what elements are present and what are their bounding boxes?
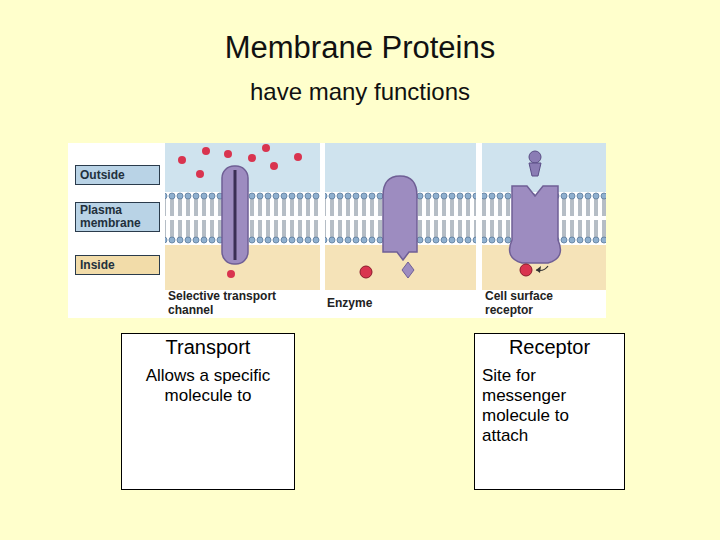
solute-molecules	[178, 144, 302, 278]
panel-caption: Enzyme	[327, 296, 427, 310]
box-heading: Transport	[122, 336, 294, 358]
signal-molecule	[520, 264, 532, 276]
region-tag: Plasma membrane	[75, 202, 160, 232]
solute-dot	[202, 147, 210, 155]
channel-protein	[222, 166, 248, 264]
solute-dot	[178, 156, 186, 164]
region-label: Plasma membrane	[80, 204, 155, 230]
receptor-protein	[510, 186, 561, 263]
box-body: Allows a specific molecule to	[125, 366, 291, 406]
arrow-head	[536, 266, 541, 273]
solute-dot	[248, 154, 256, 162]
figure-background	[68, 143, 606, 318]
box-body: Site for messenger molecule to attach	[475, 366, 600, 446]
solute-dot	[270, 162, 278, 170]
solute-dot	[262, 144, 270, 152]
outside-region	[482, 143, 606, 192]
box-heading: Receptor	[475, 336, 624, 358]
slide-title: Membrane Proteins	[0, 30, 720, 66]
enzyme-protein	[383, 176, 417, 260]
messenger-molecule	[529, 151, 541, 163]
region-tag: Outside	[75, 165, 160, 185]
region-label: Outside	[80, 169, 125, 182]
messenger-molecule	[529, 163, 541, 176]
substrate	[360, 266, 372, 278]
slide-subtitle: have many functions	[0, 78, 720, 106]
region-label: Inside	[80, 259, 115, 272]
product	[402, 262, 414, 278]
function-box: ReceptorSite for messenger molecule to a…	[474, 333, 625, 490]
channel-pore	[234, 170, 237, 260]
solute-dot	[227, 270, 235, 278]
function-box: TransportAllows a specific molecule to	[121, 333, 295, 490]
panel-caption: Selective transport channel	[168, 289, 313, 317]
solute-dot	[196, 170, 204, 178]
solute-dot	[294, 153, 302, 161]
solute-dot	[224, 150, 232, 158]
region-tag: Inside	[75, 255, 160, 275]
panel-caption: Cell surface receptor	[485, 289, 595, 317]
